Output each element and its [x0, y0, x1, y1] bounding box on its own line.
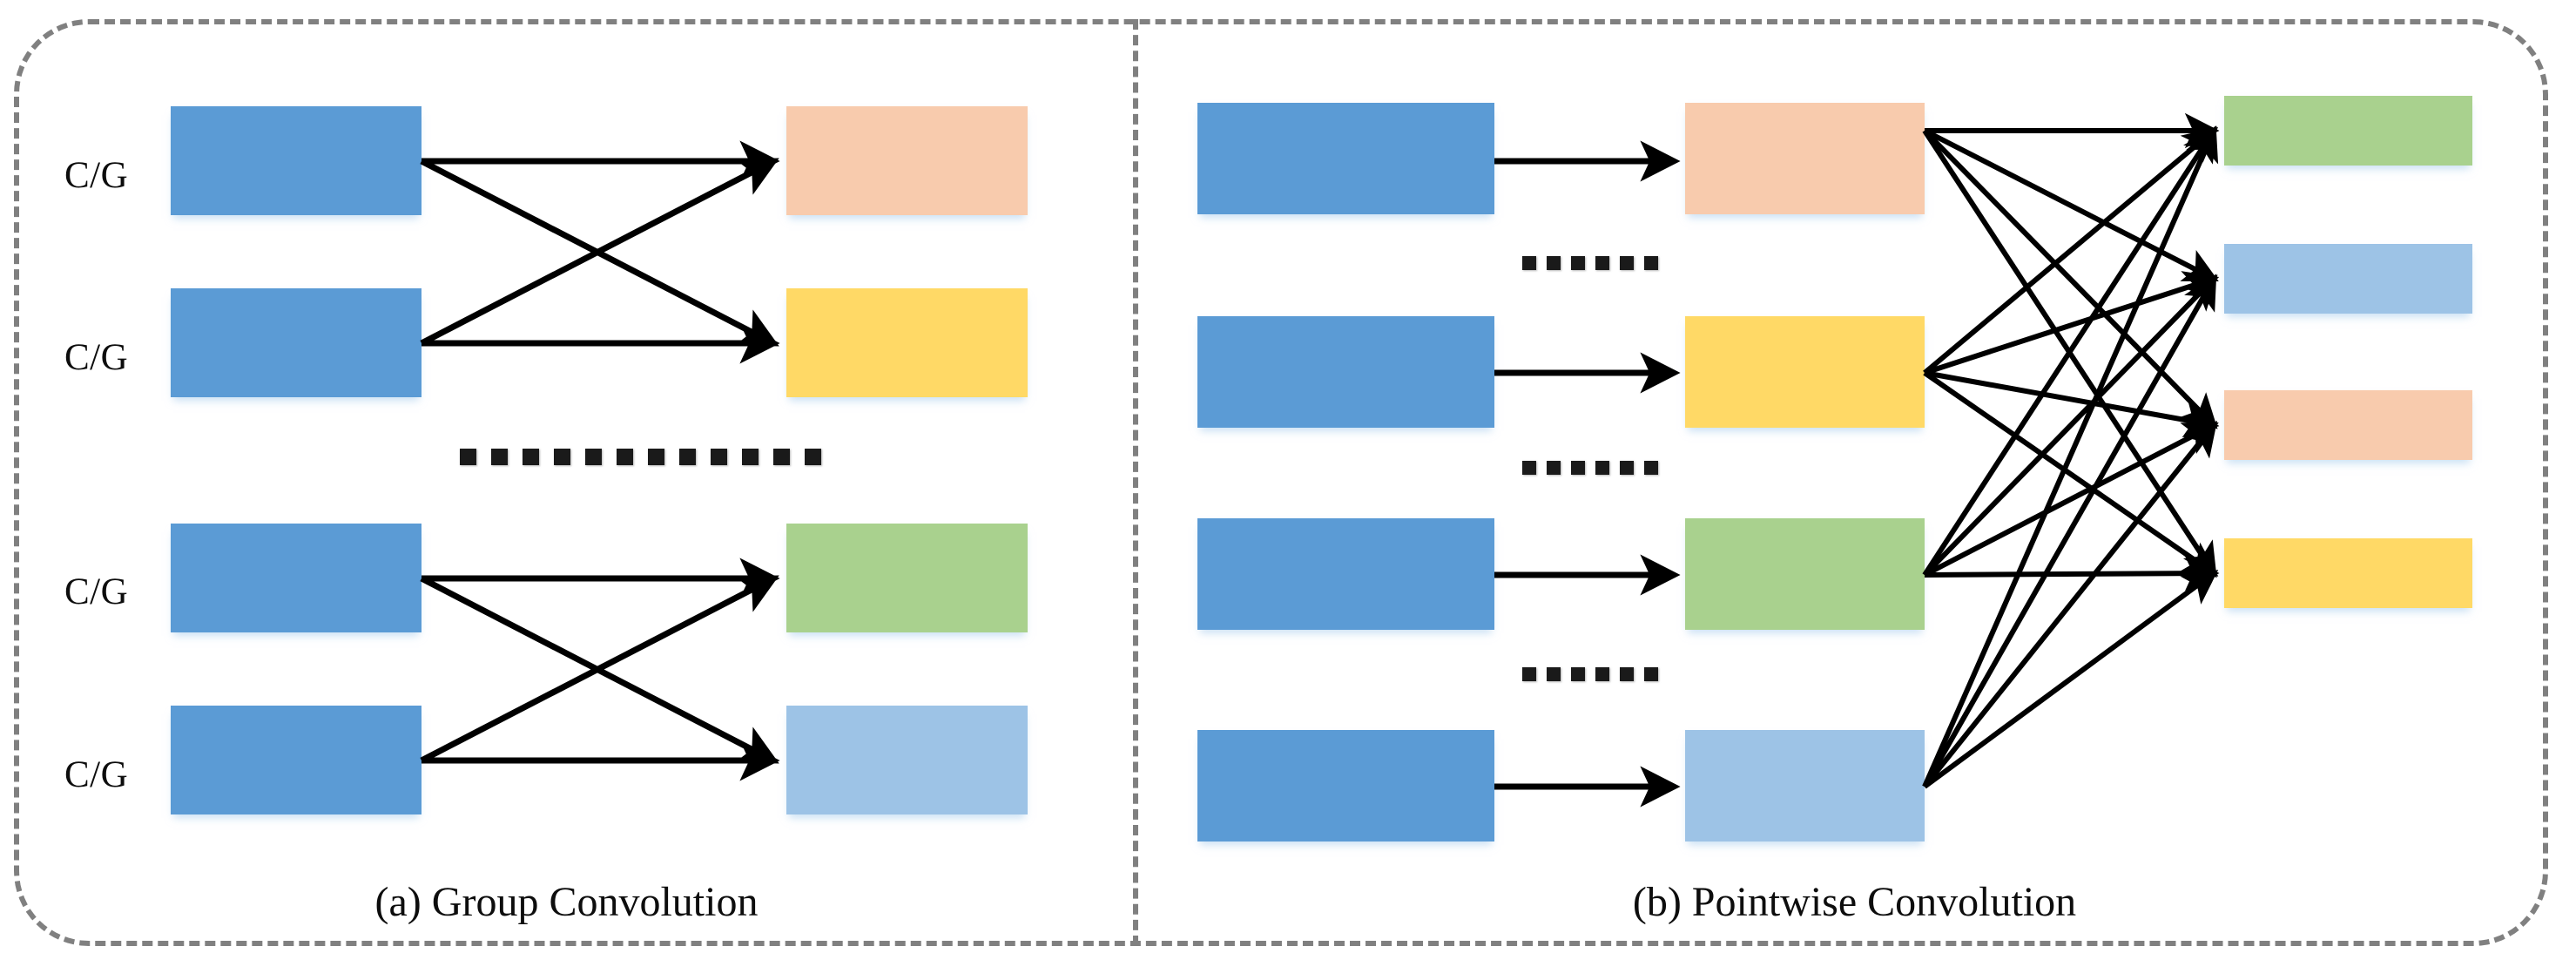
cg-label-a1: C/G	[64, 155, 129, 196]
arrow-m3-to-o1	[1922, 125, 2217, 577]
middle-block-b3	[1685, 518, 1925, 630]
arrow-m1-to-o3	[1922, 128, 2218, 429]
middle-block-b4	[1685, 730, 1925, 841]
arrow-m1-to-o4	[1922, 129, 2217, 578]
input-block-a1	[171, 106, 421, 215]
panel-divider	[1133, 19, 1138, 946]
arrow-m2-to-o2	[1924, 271, 2220, 375]
arrow-m4-to-o4	[1923, 570, 2219, 789]
ellipsis-b1	[1522, 253, 1669, 274]
arrow-m1-to-o2	[1923, 128, 2219, 281]
output-block-a1	[786, 106, 1028, 215]
arrow-m2-to-o1	[1923, 126, 2218, 375]
ellipsis-b3	[1522, 664, 1669, 685]
cg-label-a4: C/G	[64, 754, 129, 795]
arrow-a2-to-o1	[420, 158, 779, 347]
input-block-a2	[171, 288, 421, 397]
input-block-b4	[1197, 730, 1494, 841]
arrow-a3-to-o4	[420, 575, 779, 764]
arrow-m2-to-o3	[1924, 370, 2220, 437]
caption-panel-b: (b) Pointwise Convolution	[1632, 879, 2077, 925]
ellipsis-b2	[1522, 457, 1669, 478]
output-block-b1	[2224, 96, 2472, 166]
output-block-b2	[2224, 244, 2472, 314]
arrow-a1-to-o2	[420, 158, 779, 347]
ellipsis-a	[460, 446, 836, 467]
output-block-a4	[786, 706, 1028, 814]
arrow-m3-to-o4	[1924, 556, 2220, 591]
arrow-m4-to-o3	[1922, 420, 2218, 788]
arrow-m4-to-o1	[1922, 125, 2219, 788]
cg-label-a2: C/G	[64, 337, 129, 378]
arrow-m3-to-o2	[1922, 274, 2218, 578]
arrow-m3-to-o3	[1923, 422, 2219, 578]
input-block-b2	[1197, 316, 1494, 428]
arrow-a4-to-o3	[420, 575, 779, 764]
input-block-a3	[171, 524, 421, 632]
middle-block-b1	[1685, 103, 1925, 214]
arrow-m2-to-o4	[1923, 370, 2219, 577]
output-block-b3	[2224, 390, 2472, 460]
cg-label-a3: C/G	[64, 571, 129, 612]
input-block-b1	[1197, 103, 1494, 214]
output-block-a3	[786, 524, 1028, 632]
caption-panel-a: (a) Group Convolution	[374, 879, 759, 925]
input-block-b3	[1197, 518, 1494, 630]
input-block-a4	[171, 706, 421, 814]
middle-block-b2	[1685, 316, 1925, 428]
arrow-m4-to-o2	[1922, 274, 2217, 788]
output-block-b4	[2224, 538, 2472, 608]
output-block-a2	[786, 288, 1028, 397]
